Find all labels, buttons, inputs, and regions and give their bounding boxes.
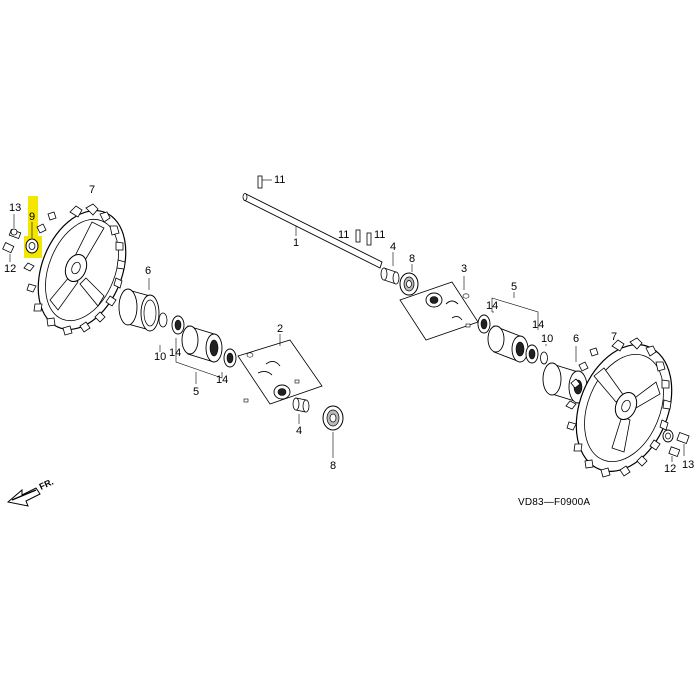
right-clutch-5 <box>477 314 548 365</box>
callout-4-right: 4 <box>390 241 396 253</box>
right-hub-6 <box>542 346 588 404</box>
callout-11-c: 11 <box>374 229 385 241</box>
left-bearing-8 <box>322 405 344 458</box>
callout-1: 1 <box>293 237 299 249</box>
callout-8-right: 8 <box>409 253 415 265</box>
callout-14-left-b: 14 <box>216 374 228 386</box>
left-leader-lines <box>159 338 223 384</box>
right-leader-lines <box>491 292 547 346</box>
callout-2: 2 <box>277 323 283 335</box>
callout-9: 9 <box>29 211 35 223</box>
pins-11 <box>257 175 372 246</box>
callout-11-b: 11 <box>338 229 349 241</box>
callout-10-right: 10 <box>541 333 553 345</box>
callout-5-left: 5 <box>193 386 199 398</box>
left-hub-6 <box>118 278 160 332</box>
callout-8-left: 8 <box>330 460 336 472</box>
right-wheel <box>565 337 673 478</box>
left-clutch-5 <box>181 325 223 363</box>
front-arrow-icon <box>6 487 41 507</box>
callout-14-left-a: 14 <box>169 347 181 359</box>
front-direction-indicator: FR. <box>6 477 55 507</box>
axle-shaft-1 <box>242 193 383 269</box>
callout-labels: 7 13 9 12 6 10 14 14 5 2 4 8 11 1 11 11 … <box>4 174 694 475</box>
callout-12-left: 12 <box>4 263 16 275</box>
callout-13-left: 13 <box>9 202 21 214</box>
callout-14-right-a: 14 <box>486 300 498 312</box>
callout-10-left: 10 <box>154 351 166 363</box>
left-gear-assembly-2 <box>237 334 323 405</box>
diagram-code: VD83—F0900A <box>518 497 590 508</box>
front-direction-label: FR. <box>38 477 55 492</box>
right-bushing-4 <box>380 252 400 285</box>
callout-14-right-b: 14 <box>532 319 544 331</box>
callout-5-right: 5 <box>511 281 517 293</box>
left-hardware <box>2 214 39 262</box>
callout-4-left: 4 <box>296 425 302 437</box>
callout-6-right: 6 <box>573 333 579 345</box>
callout-11-a: 11 <box>274 174 285 186</box>
right-bearing-8 <box>399 264 419 296</box>
callout-7-right: 7 <box>611 331 617 343</box>
callout-7-left: 7 <box>89 184 95 196</box>
callout-13-right: 13 <box>682 459 694 471</box>
callout-6-left: 6 <box>145 265 151 277</box>
callout-3: 3 <box>461 263 467 275</box>
left-wheel <box>23 203 127 336</box>
left-bearings <box>158 312 237 368</box>
right-gear-assembly-3 <box>399 276 479 341</box>
left-bushing-4 <box>292 397 310 424</box>
right-hardware <box>662 429 690 462</box>
callout-12-right: 12 <box>664 463 676 475</box>
